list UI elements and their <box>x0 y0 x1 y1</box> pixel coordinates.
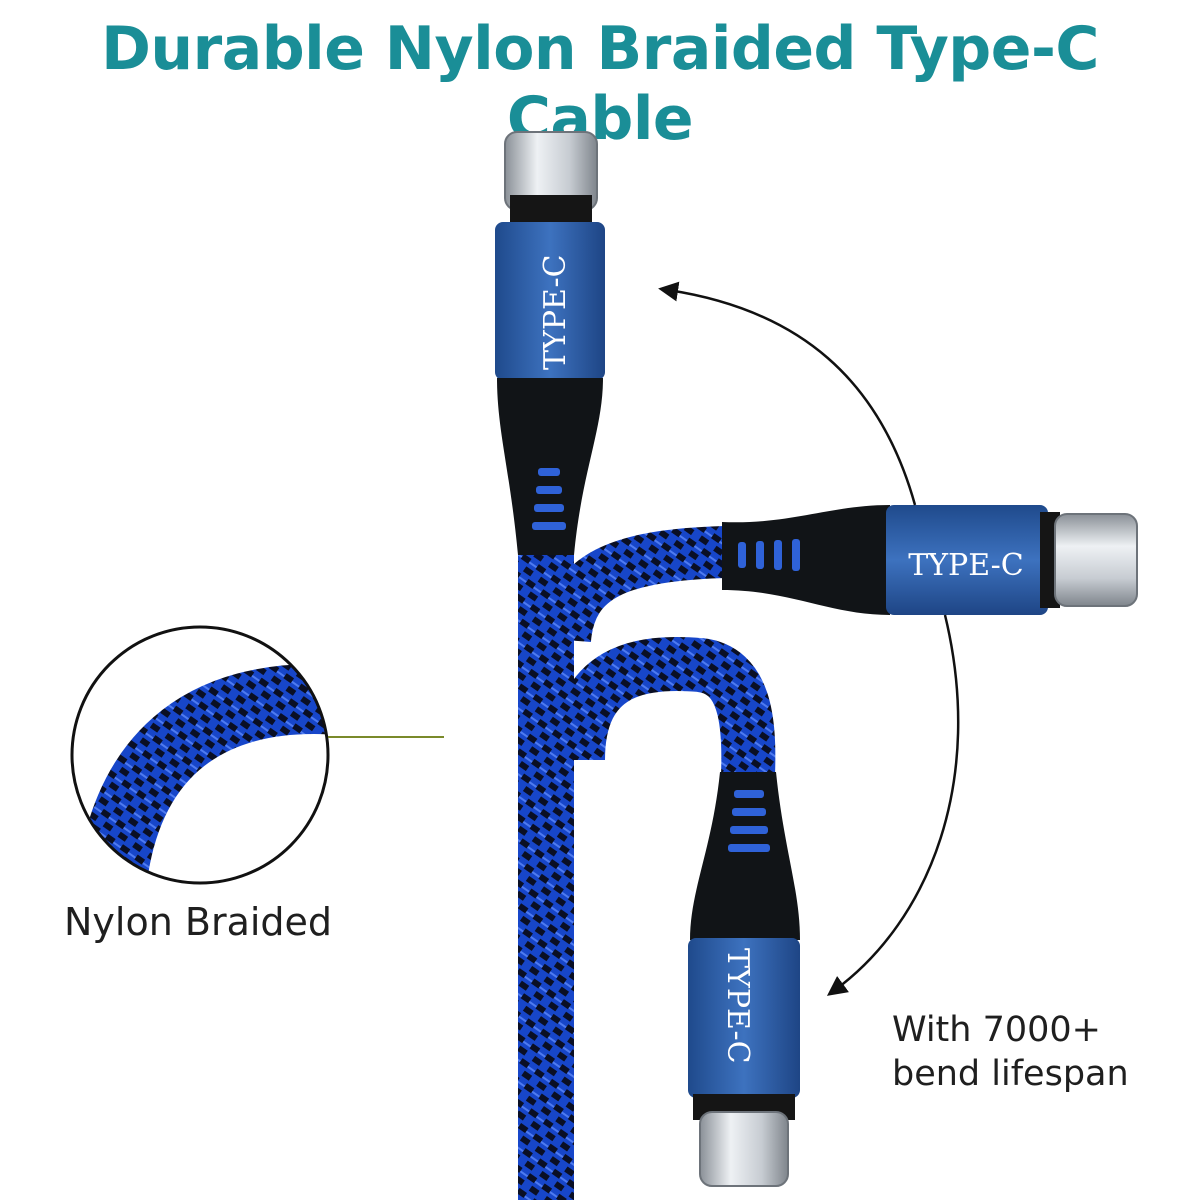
bend-caption-line1: With 7000+ <box>892 1010 1101 1050</box>
bottom-shell <box>688 938 800 1098</box>
top-connector-label: TYPE-C <box>538 254 573 370</box>
braid-zoom-bubble <box>70 625 444 885</box>
side-strain-relief <box>722 505 890 615</box>
top-strain-relief <box>497 378 603 555</box>
top-shell <box>495 222 605 380</box>
headline: Durable Nylon Braided Type-C Cable <box>101 14 1099 154</box>
main-cable <box>518 555 574 1200</box>
bottom-connector: TYPE-C <box>688 772 800 1187</box>
bottom-connector-label: TYPE-C <box>720 948 755 1064</box>
lower-bend-arrow <box>826 614 960 996</box>
upper-bend-arrow <box>658 281 917 506</box>
side-plug <box>1054 513 1138 607</box>
side-shell <box>886 505 1048 615</box>
bend-arrows <box>658 281 960 996</box>
nylon-braided-caption: Nylon Braided <box>64 900 333 944</box>
bend-caption-line2: bend lifespan <box>892 1054 1129 1094</box>
side-connector: TYPE-C <box>722 505 1138 615</box>
bent-cable-right <box>539 526 726 644</box>
top-connector: TYPE-C <box>495 131 605 555</box>
bottom-plug <box>699 1111 789 1187</box>
bottom-strain-relief <box>690 772 800 940</box>
side-connector-label: TYPE-C <box>908 548 1024 583</box>
bent-cable-down <box>551 636 776 776</box>
bend-lifespan-caption: With 7000+ bend lifespan <box>892 1008 1129 1096</box>
